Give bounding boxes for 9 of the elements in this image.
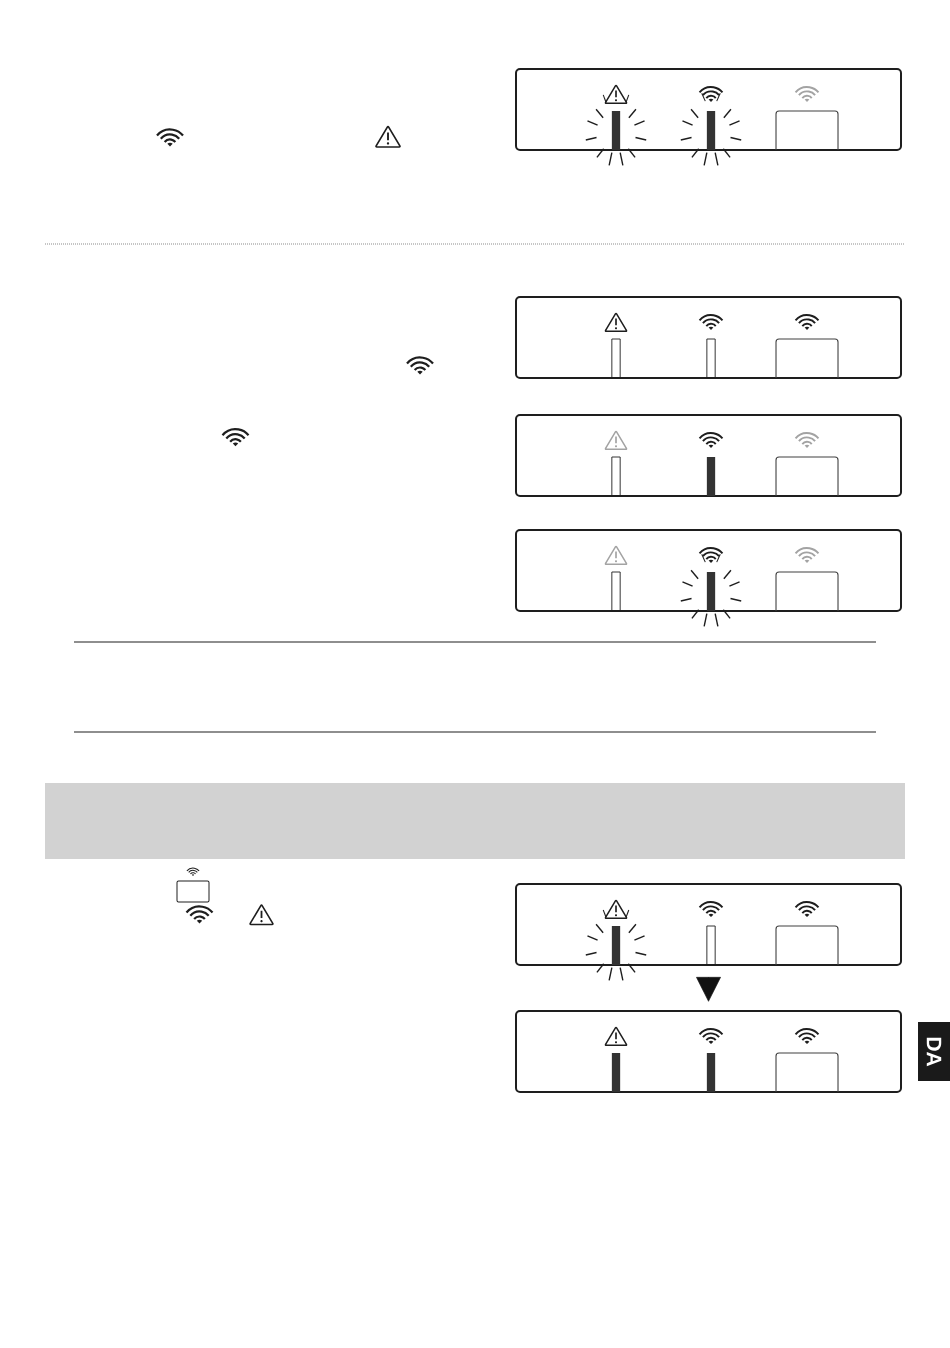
display-panel [515, 529, 902, 612]
heading-band [45, 783, 905, 859]
display-panel [515, 1010, 902, 1093]
display-panel [515, 883, 902, 966]
side-tab: DA [918, 1022, 950, 1081]
display-panel [515, 414, 902, 497]
arrow [696, 976, 721, 1002]
display-panel [515, 68, 902, 151]
display-panel [515, 296, 902, 379]
